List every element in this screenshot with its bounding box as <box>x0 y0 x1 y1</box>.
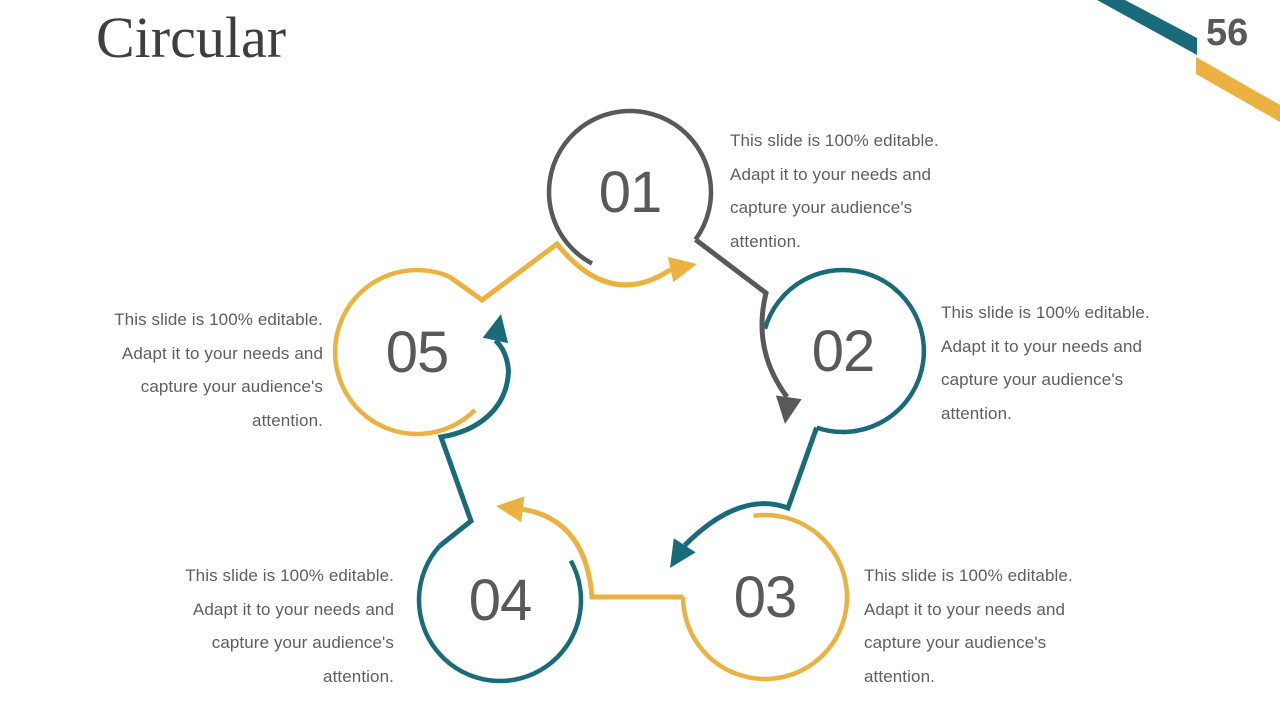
step-description-02: This slide is 100% editable. Adapt it to… <box>941 296 1177 430</box>
step-number-04: 04 <box>468 568 533 634</box>
description-line: Adapt it to your needs and <box>121 343 323 363</box>
step-number-02: 02 <box>811 319 876 385</box>
description-line: capture your audience's <box>864 633 1047 653</box>
step-circle-04-outline <box>416 544 584 684</box>
step-number-05: 05 <box>385 320 450 386</box>
page-number: 56 <box>1206 12 1249 54</box>
description-line: This slide is 100% editable. <box>864 566 1073 585</box>
description-line: capture your audience's <box>140 377 323 397</box>
step-description-03: This slide is 100% editable. Adapt it to… <box>864 559 1100 693</box>
step-description-04: This slide is 100% editable. Adapt it to… <box>158 559 394 693</box>
description-line: attention. <box>323 666 394 686</box>
connector-04-05 <box>437 338 512 548</box>
step-circle-01-outline <box>546 108 714 266</box>
step-number-03: 03 <box>733 565 798 631</box>
connector-02-03 <box>682 426 819 548</box>
description-line: attention. <box>252 410 323 430</box>
step-circle-02-outline <box>762 267 927 435</box>
connector-05-01 <box>447 240 672 304</box>
description-line: Adapt it to your needs and <box>192 599 394 619</box>
description-line: attention. <box>941 403 1012 423</box>
connector-01-02-arrowhead-icon <box>775 395 802 424</box>
description-line: capture your audience's <box>941 370 1124 390</box>
description-line: This slide is 100% editable. <box>185 566 394 585</box>
step-description-05: This slide is 100% editable. Adapt it to… <box>87 303 323 437</box>
corner-ribbon-gold <box>1196 57 1280 122</box>
corner-ribbon-teal <box>1097 0 1197 55</box>
connector-03-04-arrowhead-icon <box>496 496 525 523</box>
step-description-01: This slide is 100% editable. Adapt it to… <box>730 124 966 258</box>
connector-01-02 <box>693 237 790 399</box>
description-line: This slide is 100% editable. <box>941 303 1150 322</box>
connector-05-01-arrowhead-icon <box>667 256 697 283</box>
connector-04-05-arrowhead-icon <box>482 314 509 344</box>
description-line: attention. <box>864 666 935 686</box>
slide-title: Circular <box>96 5 287 70</box>
description-line: Adapt it to your needs and <box>941 336 1143 356</box>
description-line: This slide is 100% editable. <box>730 131 939 150</box>
description-line: capture your audience's <box>211 633 394 653</box>
step-circle-03-outline <box>680 512 850 682</box>
description-line: Adapt it to your needs and <box>730 164 932 184</box>
description-line: Adapt it to your needs and <box>864 599 1066 619</box>
connector-02-03-arrowhead-icon <box>670 538 696 568</box>
description-line: This slide is 100% editable. <box>114 310 323 329</box>
step-circle-05-outline <box>332 267 477 437</box>
description-line: attention. <box>730 231 801 251</box>
description-line: capture your audience's <box>730 198 913 218</box>
connector-03-04 <box>522 506 683 600</box>
step-number-01: 01 <box>598 160 663 226</box>
